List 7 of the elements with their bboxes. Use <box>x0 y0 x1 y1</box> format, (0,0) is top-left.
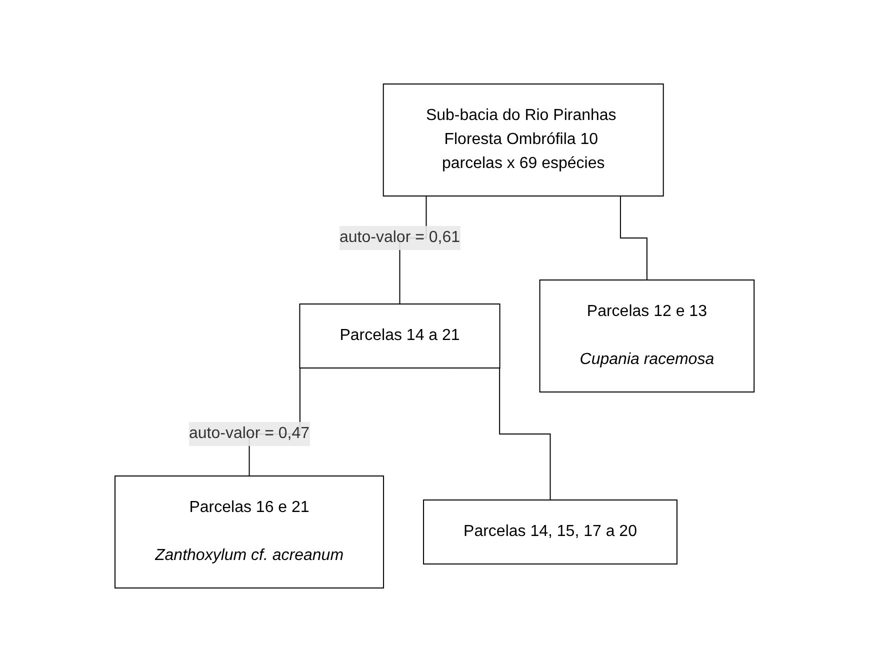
node-box: Parcelas 14 a 21 <box>299 303 500 368</box>
node-box: Sub-bacia do Rio Piranhas Floresta Ombrófila 10 parcelas x 69 espécies <box>382 83 664 196</box>
edge-label: auto-valor = 0,47 <box>188 424 310 442</box>
node-box: Parcelas 12 e 13 Cupania racemosa <box>539 279 755 392</box>
edge-label: auto-valor = 0,61 <box>339 228 460 246</box>
node-box: Parcelas 14, 15, 17 a 20 <box>422 498 678 564</box>
node-box: Parcelas 16 e 21 Zanthoxylum cf. acreanum <box>114 475 384 588</box>
